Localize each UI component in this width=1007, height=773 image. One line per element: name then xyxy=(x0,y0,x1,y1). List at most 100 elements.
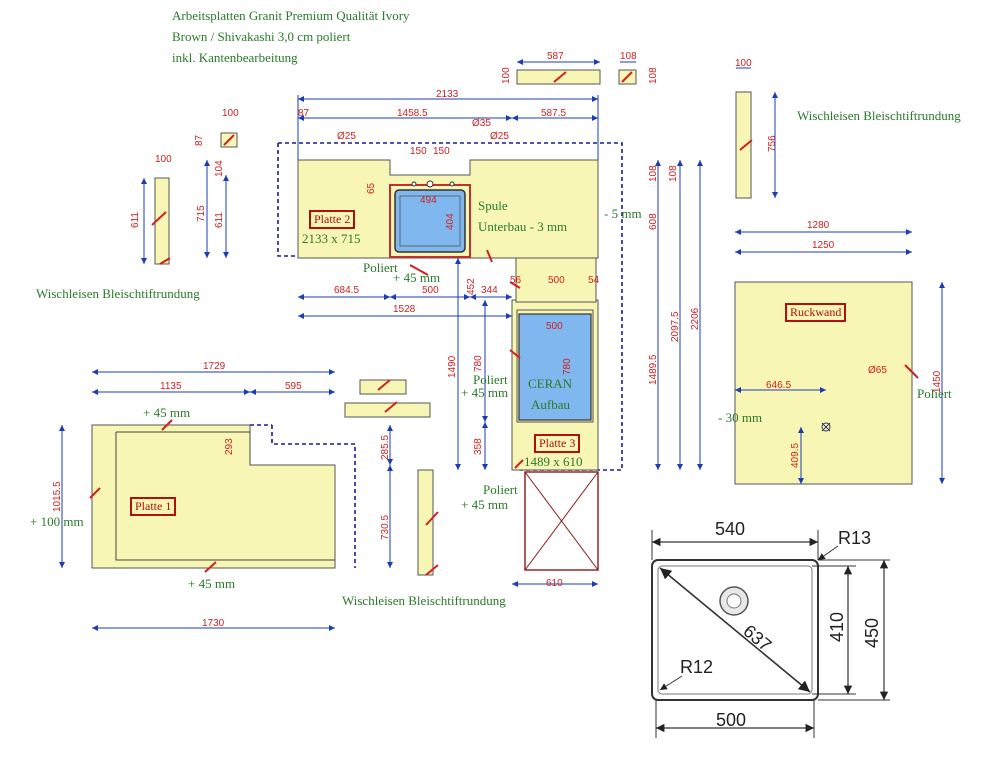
poliert-label-2: Poliert xyxy=(473,372,508,387)
plus-45-label-1: + 45 mm xyxy=(393,270,441,285)
sink-dim-text: 410 xyxy=(827,611,847,642)
dim-text: 646.5 xyxy=(766,380,792,391)
dim-text: 285.5 xyxy=(380,434,391,460)
platte-3-size: 1489 x 610 xyxy=(524,454,583,469)
dim-text: 684.5 xyxy=(334,285,360,296)
dim-text: 344 xyxy=(481,285,498,296)
poliert-label-1: Poliert xyxy=(363,260,398,275)
wischleisten-label-1: Wischleisen Bleischtiftrundung xyxy=(797,108,961,123)
dim-text: 611 xyxy=(214,212,225,228)
platte-1 xyxy=(91,424,356,569)
title-line-1: Arbeitsplatten Granit Premium Qualität I… xyxy=(172,8,410,23)
poliert-label-4: Poliert xyxy=(917,386,952,401)
dim-text: 730.5 xyxy=(380,514,391,540)
dim-text: 293 xyxy=(224,438,235,455)
dim-text: 611 xyxy=(130,212,141,228)
dim-text: 1450 xyxy=(932,370,943,393)
plus-45-label-2: + 45 mm xyxy=(461,385,509,400)
plus-45-label-4: + 45 mm xyxy=(143,405,191,420)
platte-3 xyxy=(511,257,599,471)
dim-text: 587 xyxy=(547,51,564,62)
dim-text: 756 xyxy=(767,135,778,152)
dim-text: 108 xyxy=(668,165,679,182)
dim-text: 100 xyxy=(155,154,172,165)
dim-text: 1135 xyxy=(160,381,182,392)
spule-label: Spule xyxy=(478,198,508,213)
dim-text: 104 xyxy=(214,160,225,177)
dim-text: 595 xyxy=(285,381,302,392)
dim-text: 1528 xyxy=(393,304,416,315)
sink-dim-text: 450 xyxy=(862,617,882,648)
dim-text: 87 xyxy=(194,134,205,146)
minus-5-label: - 5 mm xyxy=(604,206,642,221)
sink-detail-drawing xyxy=(651,530,890,738)
dim-text: 100 xyxy=(222,108,239,119)
dim-text: 780 xyxy=(562,358,573,375)
dim-text: 2097.5 xyxy=(670,311,681,342)
dim-text: 409.5 xyxy=(790,442,801,468)
dim-text: 87 xyxy=(298,108,310,119)
dim-text: Ø25 xyxy=(490,131,509,142)
dim-text: 100 xyxy=(735,58,752,69)
dim-text: 610 xyxy=(546,578,563,589)
dim-text: 1729 xyxy=(203,361,226,372)
ceran-label: CERAN xyxy=(528,376,573,391)
dim-text: 1489.5 xyxy=(648,354,659,385)
unterbau-label: Unterbau - 3 mm xyxy=(478,219,568,234)
dim-text: 715 xyxy=(196,205,207,222)
dim-text: Ø35 xyxy=(472,118,491,129)
title-line-3: inkl. Kantenbearbeitung xyxy=(172,50,298,65)
dim-text: 1490 xyxy=(447,355,458,378)
sink-dim-text: R12 xyxy=(680,657,714,677)
dim-text: 494 xyxy=(420,195,437,206)
sink-dim-text: 540 xyxy=(715,519,746,539)
dishwasher-box xyxy=(524,471,599,571)
dim-text: 500 xyxy=(546,321,563,332)
platte-3-label: Platte 3 xyxy=(534,434,581,453)
sink-dim-text: 500 xyxy=(716,710,747,730)
dim-text: 500 xyxy=(422,285,439,296)
title-line-2: Brown / Shivakashi 3,0 cm poliert xyxy=(172,29,351,44)
dim-text: 500 xyxy=(548,275,565,286)
dim-text: Ø65 xyxy=(868,365,887,376)
edge-markers xyxy=(89,71,919,576)
dim-text: 404 xyxy=(445,213,456,230)
platte-2-label: Platte 2 xyxy=(309,210,356,229)
plus-45-label-3: + 45 mm xyxy=(461,497,509,512)
dim-text: 56 xyxy=(510,275,522,286)
dim-text: 1015.5 xyxy=(52,481,63,512)
dim-text: 108 xyxy=(620,51,637,62)
dim-text: 108 xyxy=(648,165,659,182)
dim-text: 608 xyxy=(648,213,659,230)
dim-text: 452 xyxy=(466,278,477,295)
platte-1-label: Platte 1 xyxy=(130,497,177,516)
sink-dim-text: R13 xyxy=(838,528,872,548)
dim-text: 587.5 xyxy=(541,108,567,119)
aufbau-label: Aufbau xyxy=(531,397,570,412)
dim-text: 780 xyxy=(473,355,484,372)
dim-text: Ø25 xyxy=(337,131,356,142)
dim-text: 65 xyxy=(366,182,377,194)
wischleisten-label-2: Wischleisen Bleischtiftrundung xyxy=(36,286,200,301)
dim-text: 1730 xyxy=(202,618,225,629)
plus-100-label: + 100 mm xyxy=(30,514,84,529)
rueckwand-label: Ruckwand xyxy=(785,303,847,322)
minus-30-label: - 30 mm xyxy=(718,410,763,425)
wischleisten-label-3: Wischleisen Bleischtiftrundung xyxy=(342,593,506,608)
dim-text: 150 xyxy=(433,146,450,157)
dimension-lines xyxy=(59,59,945,631)
dim-text: 150 xyxy=(410,146,427,157)
dim-text: 2133 xyxy=(436,89,459,100)
dim-text: 1458.5 xyxy=(397,108,428,119)
dim-text: 100 xyxy=(501,67,512,84)
plus-45-label-5: + 45 mm xyxy=(188,576,236,591)
dim-text: 358 xyxy=(473,438,484,455)
dim-text: 1280 xyxy=(807,220,830,231)
platte-2-size: 2133 x 715 xyxy=(302,231,361,246)
dim-text: 2206 xyxy=(690,307,701,330)
dim-text: 1250 xyxy=(812,240,835,251)
platte-2 xyxy=(297,159,599,259)
dim-text: 108 xyxy=(648,67,659,84)
